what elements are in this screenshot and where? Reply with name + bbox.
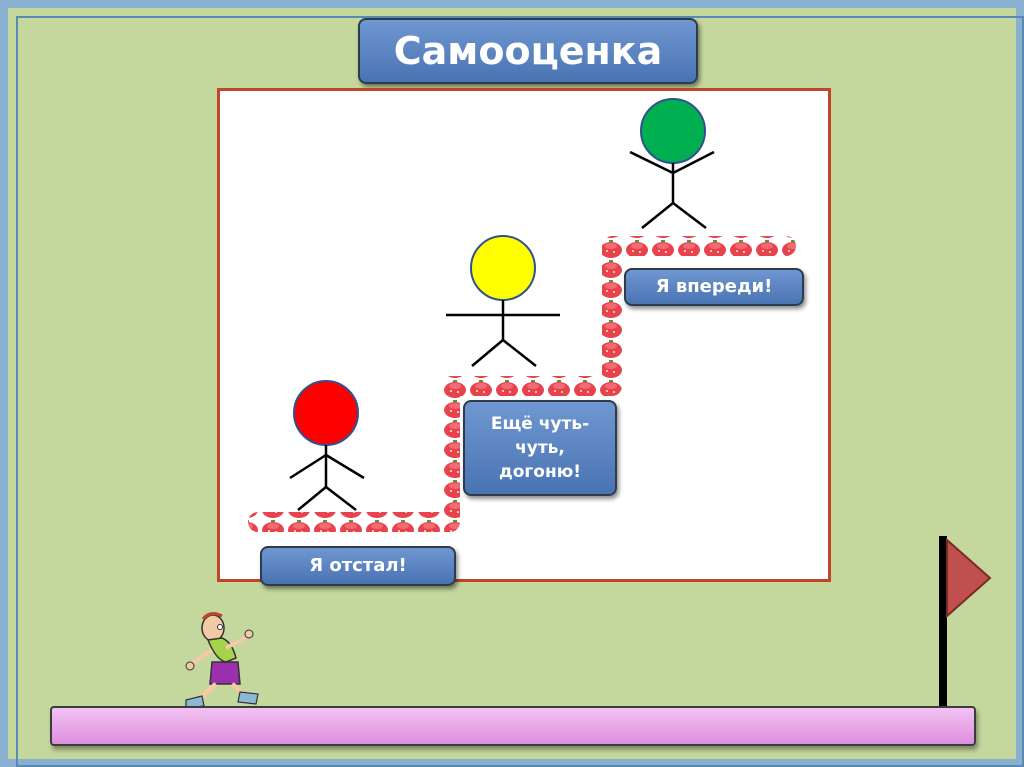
head-yellow: [470, 235, 536, 301]
label-behind: Я отстал!: [260, 546, 456, 586]
label-ahead: Я впереди!: [624, 268, 804, 306]
race-track: [50, 706, 976, 746]
stair-step-1: [248, 236, 796, 532]
stick-figure-behind: [289, 380, 365, 511]
slide-title: Самооценка: [358, 18, 698, 84]
head-red: [293, 380, 359, 446]
head-green: [640, 98, 706, 164]
stick-figure-middle: [446, 235, 560, 367]
finish-flag-icon: [939, 536, 992, 708]
runner-cartoon-icon: [185, 612, 259, 720]
slide-inner-border: [16, 16, 1024, 767]
label-catching-up-line-3: догоню!: [499, 462, 581, 482]
stick-figure-ahead: [629, 98, 715, 229]
label-catching-up-line-1: Ещё чуть-: [490, 414, 590, 434]
diagram-panel: [217, 88, 831, 582]
label-catching-up: Ещё чуть- чуть, догоню!: [463, 400, 617, 496]
label-catching-up-line-2: чуть,: [515, 438, 565, 458]
staircase: [248, 236, 796, 532]
